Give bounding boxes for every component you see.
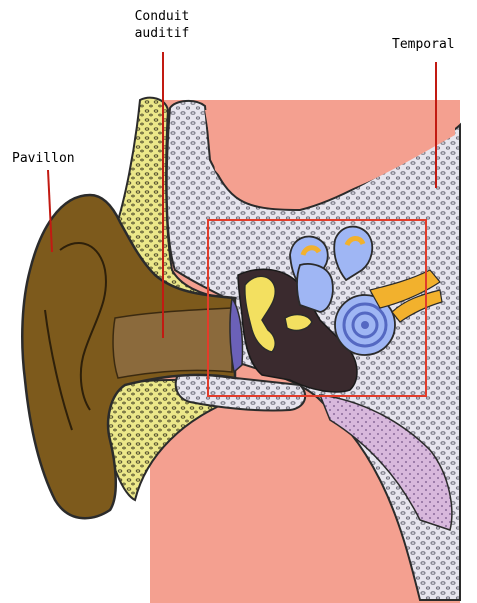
conduit-label: Conduit auditif [122,8,202,42]
conduit-label-line1: Conduit [122,8,202,25]
temporal-label: Temporal [392,36,455,53]
ear-canal [113,308,232,378]
pavillon-label: Pavillon [12,150,75,167]
conduit-label-line2: auditif [122,25,202,42]
